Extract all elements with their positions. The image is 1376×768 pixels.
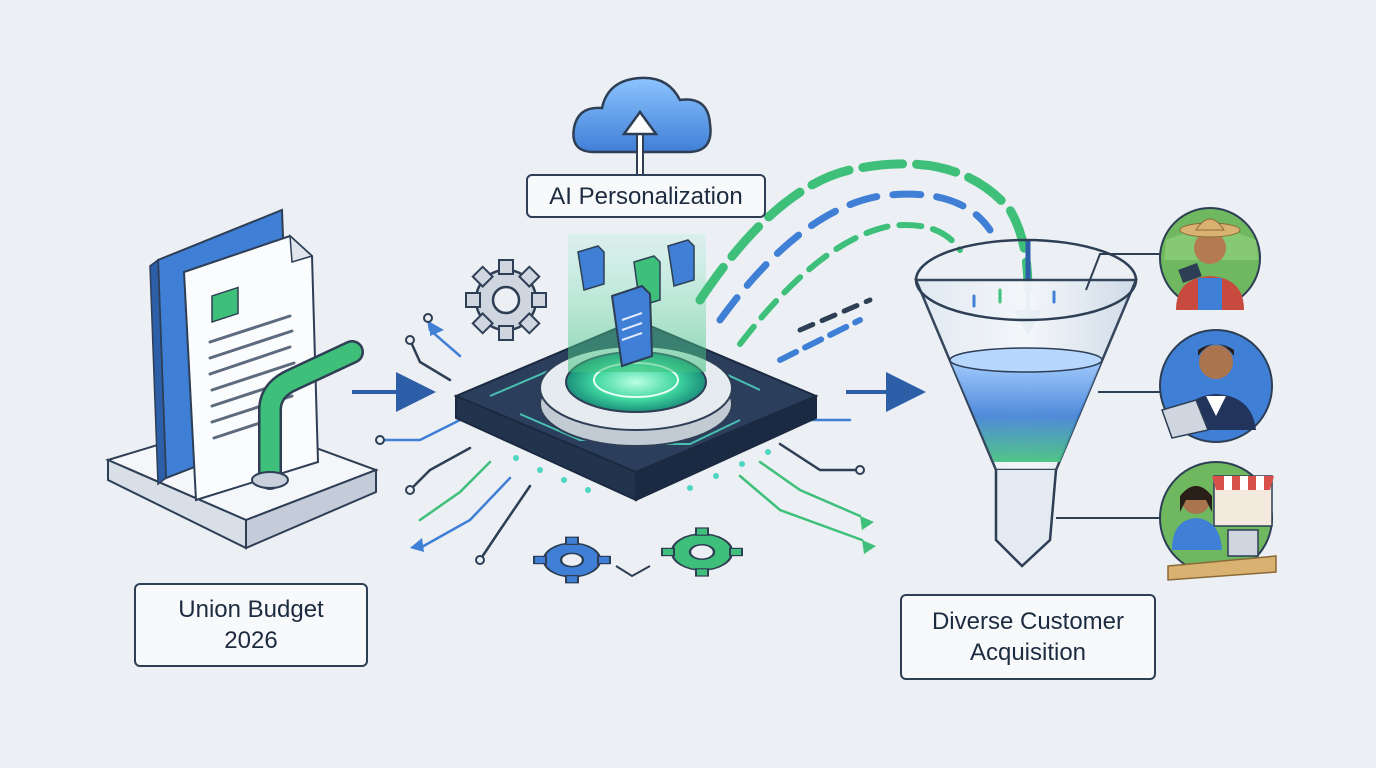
customer-acquisition-line2: Acquisition bbox=[969, 639, 1087, 666]
gear-icon bbox=[533, 536, 611, 584]
circuit-nodes bbox=[375, 313, 865, 565]
shopkeeper-avatar bbox=[1159, 461, 1277, 581]
chip-icon bbox=[453, 318, 819, 502]
gear-icon bbox=[661, 527, 743, 577]
customer-acquisition-line1: Diverse Customer bbox=[931, 608, 1125, 635]
budget-label-line2: 2026 bbox=[224, 627, 278, 654]
budget-label-line1: Union Budget bbox=[178, 596, 324, 623]
trace-arrows bbox=[410, 322, 876, 554]
professional-avatar bbox=[1159, 329, 1273, 443]
document-icon bbox=[105, 208, 379, 550]
ai-personalization-text: AI Personalization bbox=[549, 182, 743, 210]
file-icon bbox=[577, 239, 695, 368]
budget-label: Union Budget 2026 bbox=[134, 583, 368, 667]
farmer-avatar bbox=[1159, 207, 1261, 310]
circuit-traces bbox=[378, 316, 864, 562]
cloud-upload-icon bbox=[572, 76, 712, 176]
funnel-icon bbox=[914, 238, 1138, 568]
gear-icon bbox=[465, 259, 547, 341]
customer-acquisition-label: Diverse Customer Acquisition bbox=[900, 594, 1156, 680]
avatar-connectors bbox=[1056, 253, 1160, 519]
ai-personalization-label: AI Personalization bbox=[526, 174, 766, 218]
data-stream bbox=[695, 159, 1033, 363]
pipe-icon bbox=[251, 340, 364, 490]
